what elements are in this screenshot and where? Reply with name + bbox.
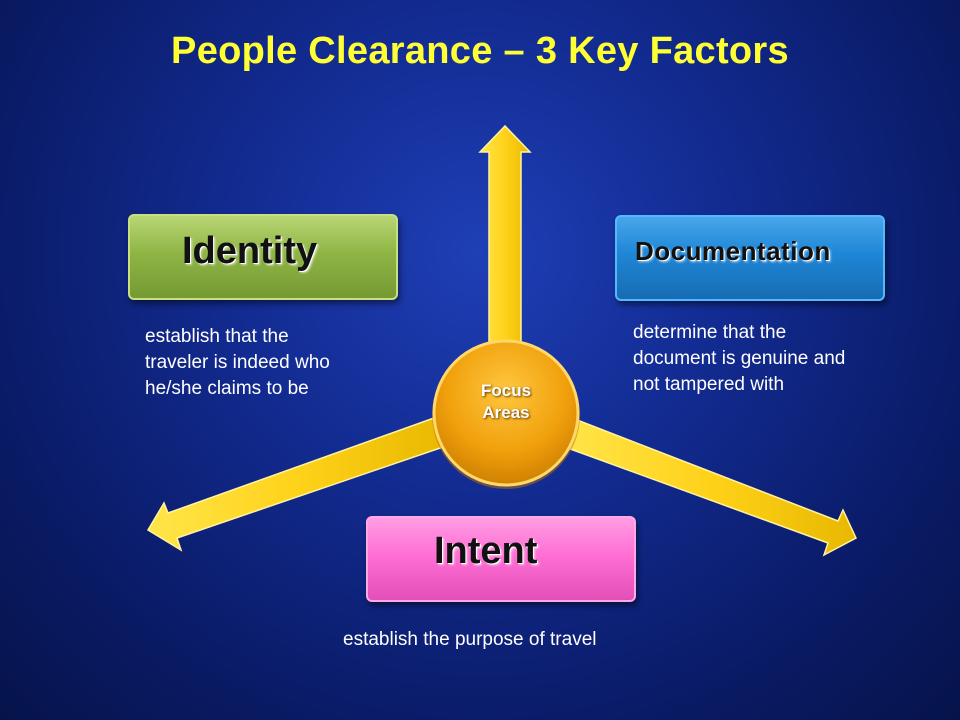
focus-areas-circle bbox=[432, 339, 580, 489]
intent-description-line: establish the purpose of travel bbox=[343, 629, 597, 650]
arrow-lower-right bbox=[561, 417, 857, 557]
documentation-description-line: not tampered with bbox=[633, 374, 785, 395]
documentation-description: determine that the document is genuine a… bbox=[633, 320, 845, 398]
identity-description-line: traveler is indeed who bbox=[145, 352, 330, 373]
slide-title: People Clearance – 3 Key Factors bbox=[171, 30, 789, 72]
identity-label: Identity bbox=[182, 229, 318, 272]
intent-box: Intent bbox=[366, 516, 636, 602]
identity-description-line: he/she claims to be bbox=[145, 378, 309, 399]
identity-description: establish that the traveler is indeed wh… bbox=[145, 324, 330, 402]
center-label: Focus Areas bbox=[430, 380, 582, 424]
center-label-line-2: Areas bbox=[482, 403, 530, 422]
arrow-up bbox=[478, 124, 532, 346]
documentation-description-line: document is genuine and bbox=[633, 348, 846, 369]
arrow-lower-left bbox=[146, 417, 448, 552]
documentation-box: Documentation bbox=[615, 215, 885, 301]
intent-label: Intent bbox=[434, 529, 538, 572]
intent-description: establish the purpose of travel bbox=[343, 627, 597, 653]
documentation-description-line: determine that the bbox=[633, 322, 787, 343]
documentation-label: Documentation bbox=[635, 235, 831, 266]
center-label-line-1: Focus bbox=[480, 381, 532, 400]
identity-box: Identity bbox=[128, 214, 398, 300]
identity-description-line: establish that the bbox=[145, 326, 289, 347]
